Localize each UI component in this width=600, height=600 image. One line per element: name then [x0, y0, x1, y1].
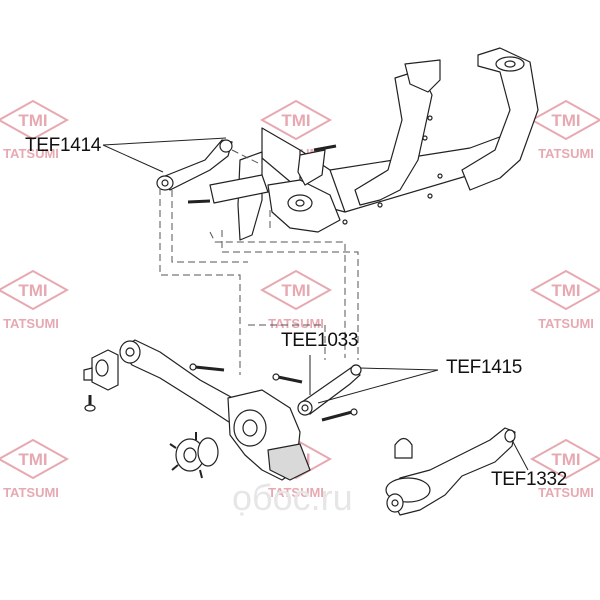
watermark-brand: TMI — [551, 450, 580, 469]
watermark-logo: TMI — [259, 269, 333, 311]
watermark-logo: TMI — [529, 269, 600, 311]
wheel-knuckle-hub — [169, 363, 358, 481]
watermark-brand: TMI — [18, 281, 47, 300]
trailing-arm-bushing — [83, 349, 119, 412]
watermark-brand: TMI — [551, 111, 580, 130]
watermark-brand: TMI — [551, 281, 580, 300]
lower-link-tef1415 — [297, 364, 362, 416]
watermark-brand: TMI — [18, 111, 47, 130]
watermark-brand: TMI — [281, 111, 310, 130]
site-watermark: ọбос.ru — [232, 477, 353, 518]
watermark-logo: TMI — [0, 99, 70, 141]
watermark-company: TATSUMI — [268, 316, 324, 331]
watermark-layer: TMI TMI TMI TMI TMI TMI TMI TMI — [0, 99, 600, 500]
rear-subframe-drawing — [187, 47, 539, 241]
upper-control-arm-tef1414 — [156, 139, 233, 191]
callout-tef1332: TEF1332 — [491, 469, 568, 490]
callout-tee1033: TEE1033 — [281, 330, 359, 351]
lower-control-arm-tef1332 — [385, 427, 516, 516]
watermark-company: TATSUMI — [3, 146, 59, 161]
watermark-logo: TMI — [529, 99, 600, 141]
watermark-company: TATSUMI — [3, 316, 59, 331]
leader-lines — [102, 137, 529, 471]
watermark-logo: TMI — [529, 438, 600, 480]
watermark-brand: TMI — [281, 281, 310, 300]
watermark-logo: TMI — [259, 99, 333, 141]
watermark-brand: TMI — [18, 450, 47, 469]
watermark-logo: TMI — [0, 438, 70, 480]
watermark-company: TATSUMI — [538, 316, 594, 331]
trailing-arm-drawing — [119, 339, 251, 425]
assembly-guide-lines — [159, 149, 359, 375]
watermark-logo: TMI — [0, 269, 70, 311]
watermark-company: TATSUMI — [538, 146, 594, 161]
callout-tef1414: TEF1414 — [25, 135, 102, 156]
callout-tef1415: TEF1415 — [446, 357, 523, 378]
watermark-company: TATSUMI — [538, 485, 594, 500]
watermark-company: TATSUMI — [3, 485, 59, 500]
watermark-company: TATSUMI — [268, 485, 324, 500]
